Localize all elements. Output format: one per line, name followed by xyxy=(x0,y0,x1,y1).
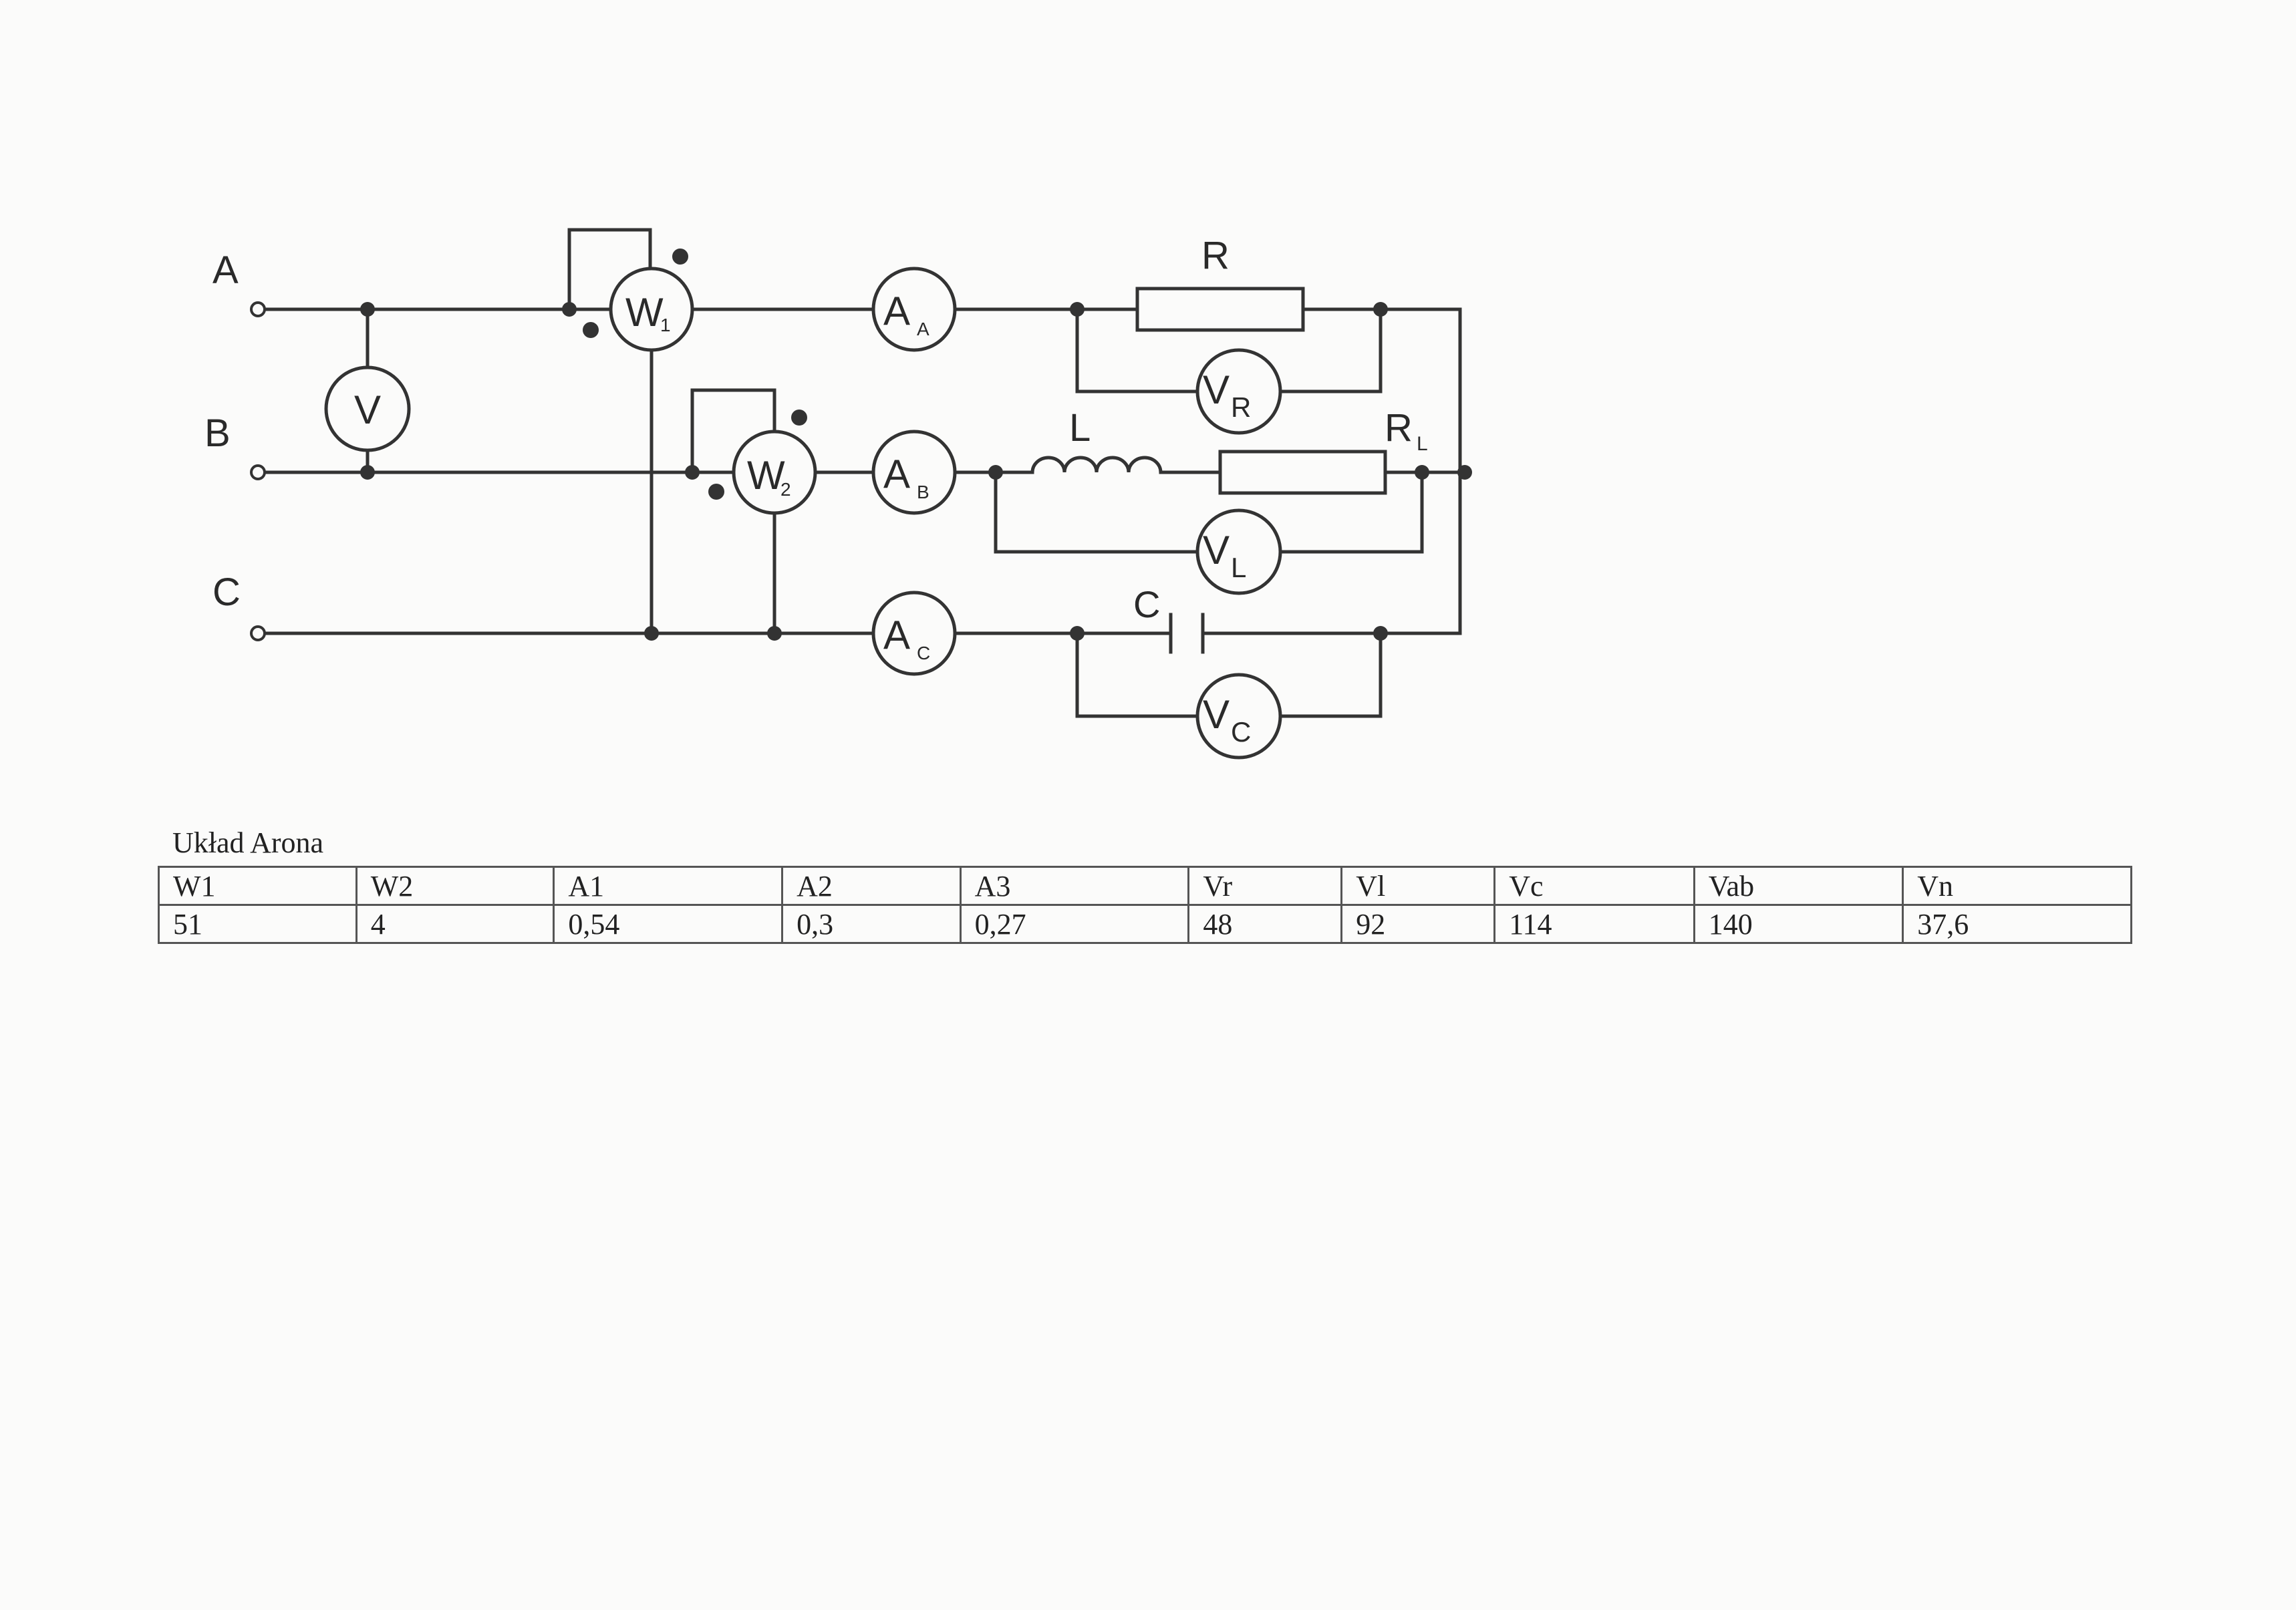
resistor-r xyxy=(1135,287,1305,332)
capacitor-label: C xyxy=(1133,583,1160,625)
vc-subscript: C xyxy=(1231,716,1251,748)
terminal-label-a: A xyxy=(212,249,239,292)
w1-label: W xyxy=(625,290,664,335)
ammeter-ab xyxy=(871,430,957,515)
resistor-rl xyxy=(1218,450,1387,495)
table-caption: Układ Arona xyxy=(172,826,324,859)
value-vn: 37,6 xyxy=(1902,904,2132,944)
ammeter-b-label: A xyxy=(883,452,910,496)
ammeter-b-subscript: B xyxy=(917,482,929,502)
junction-dots xyxy=(360,302,1472,641)
ammeter-aa xyxy=(871,267,957,352)
vl-subscript: L xyxy=(1231,552,1246,583)
header-vn: Vn xyxy=(1902,866,2132,906)
header-vl: Vl xyxy=(1340,866,1496,906)
ammeter-c-subscript: C xyxy=(917,643,930,663)
value-vab: 140 xyxy=(1693,904,1904,944)
rl-label: R xyxy=(1385,406,1413,450)
vc-label: V xyxy=(1203,692,1230,737)
voltmeter-label: V xyxy=(354,387,381,432)
vl-label: V xyxy=(1203,528,1230,573)
header-vr: Vr xyxy=(1187,866,1343,906)
voltmeter-vc xyxy=(1195,673,1282,760)
voltmeter-vr xyxy=(1195,348,1282,435)
ammeter-a-label: A xyxy=(883,289,910,333)
header-w2: W2 xyxy=(355,866,555,906)
header-a1: A1 xyxy=(553,866,784,906)
value-vr: 48 xyxy=(1187,904,1343,944)
inductor-coil xyxy=(1030,456,1163,474)
voltmeter-v xyxy=(324,365,411,452)
w2-label: W xyxy=(747,453,785,498)
vr-label: V xyxy=(1203,367,1230,412)
voltmeter-vl xyxy=(1195,508,1282,595)
terminal-a xyxy=(250,301,266,317)
terminal-label-c: C xyxy=(212,571,241,614)
polarity-markers xyxy=(583,249,807,500)
resistor-label: R xyxy=(1201,234,1230,277)
value-w1: 51 xyxy=(158,904,357,944)
wattmeter-w1 xyxy=(609,267,694,352)
results-table: W1 W2 A1 A2 A3 Vr Vl Vc Vab Vn 51 4 0,54… xyxy=(158,866,2132,944)
table-header-row: W1 W2 A1 A2 A3 Vr Vl Vc Vab Vn xyxy=(158,866,2132,906)
ammeter-a-subscript: A xyxy=(917,319,929,339)
header-a3: A3 xyxy=(959,866,1190,906)
header-a2: A2 xyxy=(781,866,962,906)
value-a2: 0,3 xyxy=(781,904,962,944)
header-vc: Vc xyxy=(1493,866,1695,906)
value-vc: 114 xyxy=(1493,904,1695,944)
w1-subscript: 1 xyxy=(660,315,671,335)
value-a3: 0,27 xyxy=(959,904,1190,944)
value-a1: 0,54 xyxy=(553,904,784,944)
header-w1: W1 xyxy=(158,866,357,906)
inductor-label: L xyxy=(1069,406,1091,450)
vr-subscript: R xyxy=(1231,391,1251,423)
circuit-diagram: A B C V W 1 W 2 A A A B A C V R V L V C … xyxy=(204,228,1472,760)
value-w2: 4 xyxy=(355,904,555,944)
table-value-row: 51 4 0,54 0,3 0,27 48 92 114 140 37,6 xyxy=(158,904,2132,944)
header-vab: Vab xyxy=(1693,866,1904,906)
terminal-b xyxy=(250,464,266,480)
w2-subscript: 2 xyxy=(780,479,791,500)
ammeter-ac xyxy=(871,591,957,676)
value-vl: 92 xyxy=(1340,904,1496,944)
wattmeter-w2 xyxy=(732,430,817,515)
terminal-c xyxy=(250,625,266,641)
rl-subscript: L xyxy=(1417,433,1428,455)
terminal-label-b: B xyxy=(204,412,231,455)
ammeter-c-label: A xyxy=(883,613,910,657)
